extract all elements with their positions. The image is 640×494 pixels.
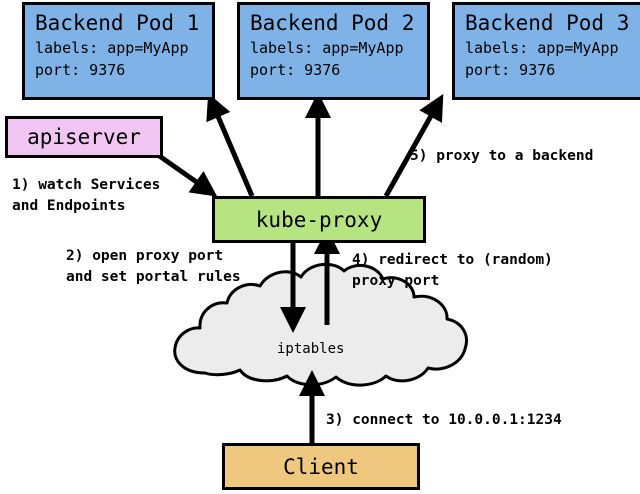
step-4-line-2: proxy port — [352, 273, 440, 289]
backend-pod-3-port: port: 9376 — [465, 61, 556, 79]
backend-pod-3-title: Backend Pod 3 — [465, 11, 630, 35]
arrow-kubeproxy-to-pod3 — [383, 93, 444, 198]
step-5-line-1: 5) proxy to a backend — [410, 148, 594, 164]
apiserver-label: apiserver — [27, 125, 141, 149]
step-3-line-1: 3) connect to 10.0.0.1:1234 — [326, 412, 562, 428]
step-4-label: 4) redirect to (random) proxy port — [352, 250, 553, 292]
backend-pod-1-labels: labels: app=MyApp — [35, 39, 189, 57]
apiserver-box[interactable]: apiserver — [5, 116, 163, 158]
client-label: Client — [283, 454, 359, 479]
backend-pod-2-labels: labels: app=MyApp — [250, 39, 404, 57]
step-2-label: 2) open proxy port and set portal rules — [66, 246, 241, 288]
iptables-label: iptables — [277, 341, 345, 357]
backend-pod-1-port: port: 9376 — [35, 61, 126, 79]
backend-pod-3-box[interactable]: Backend Pod 3 labels: app=MyApp port: 93… — [452, 2, 640, 100]
step-4-line-1: 4) redirect to (random) — [352, 252, 553, 268]
step-5-label: 5) proxy to a backend — [410, 146, 593, 167]
step-2-line-1: 2) open proxy port — [66, 248, 224, 264]
arrow-apiserver-to-kubeproxy — [156, 152, 218, 197]
backend-pod-2-title: Backend Pod 2 — [250, 11, 415, 35]
kube-proxy-box[interactable]: kube-proxy — [212, 196, 426, 243]
step-2-line-2: and set portal rules — [66, 269, 241, 285]
backend-pod-2-port: port: 9376 — [250, 61, 341, 79]
backend-pod-1-box[interactable]: Backend Pod 1 labels: app=MyApp port: 93… — [22, 2, 215, 100]
step-1-line-1: 1) watch Services — [12, 177, 161, 193]
step-1-label: 1) watch Services and Endpoints — [12, 175, 160, 217]
arrow-kubeproxy-to-pod1 — [206, 93, 255, 197]
step-3-label: 3) connect to 10.0.0.1:1234 — [326, 410, 562, 431]
client-box[interactable]: Client — [222, 443, 420, 490]
kube-proxy-label: kube-proxy — [255, 207, 383, 232]
backend-pod-3-labels: labels: app=MyApp — [465, 39, 619, 57]
backend-pod-2-box[interactable]: Backend Pod 2 labels: app=MyApp port: 93… — [237, 2, 430, 100]
backend-pod-1-title: Backend Pod 1 — [35, 11, 200, 35]
step-1-line-2: and Endpoints — [12, 198, 126, 214]
